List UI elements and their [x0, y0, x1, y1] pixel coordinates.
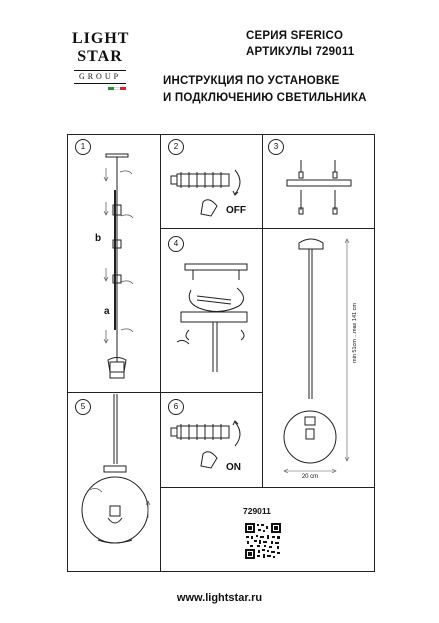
step3-mounting-plate-illustration	[286, 160, 352, 215]
instruction-line-2: И ПОДКЛЮЧЕНИЮ СВЕТИЛЬНИКА	[163, 92, 367, 104]
step6-switch-on-label: ON	[226, 462, 241, 473]
step1-label-b: b	[95, 233, 102, 244]
step-number-2: 2	[168, 139, 184, 155]
height-dimension-label: min 51cm ...max 141 cm	[352, 303, 358, 363]
logo-text-light: LIGHT	[72, 30, 130, 47]
step6-power-on-illustration	[170, 420, 241, 469]
step2-power-off-illustration	[170, 169, 241, 217]
step-number-1: 1	[75, 139, 91, 155]
step1-assembly-illustration	[103, 153, 134, 379]
step4-wiring-illustration	[176, 263, 248, 372]
series-title: СЕРИЯ SFERICO	[246, 30, 344, 42]
article-number: 729011	[243, 506, 271, 516]
step1-label-a: a	[104, 306, 110, 317]
website-url: www.lightstar.ru	[176, 592, 263, 604]
logo-text-group: GROUP	[78, 72, 122, 81]
step-number-3: 3	[268, 139, 284, 155]
article-title: АРТИКУЛЫ 729011	[246, 46, 355, 58]
width-dimension-label: 20 cm	[301, 474, 319, 480]
step5-shade-assembly-illustration	[81, 394, 151, 544]
instruction-line-1: ИНСТРУКЦИЯ ПО УСТАНОВКЕ	[163, 75, 340, 87]
dimensions-illustration	[283, 238, 350, 474]
step-number-4: 4	[168, 236, 184, 252]
logo-divider-bottom	[74, 83, 126, 84]
logo-divider	[74, 70, 126, 71]
step2-switch-off-label: OFF	[226, 205, 246, 216]
step-number-6: 6	[168, 399, 184, 415]
qr-code-icon	[244, 522, 282, 560]
logo-text-star: STAR	[77, 48, 123, 65]
logo-flag	[108, 87, 126, 90]
step-number-5: 5	[75, 399, 91, 415]
brand-logo: LIGHT STAR GROUP	[66, 26, 134, 96]
